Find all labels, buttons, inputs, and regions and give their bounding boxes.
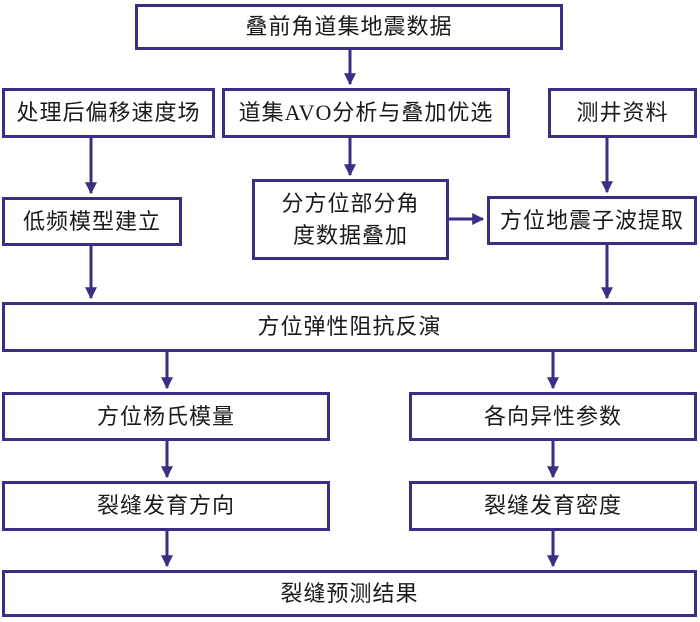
node-azimuthal-wavelet-extraction: 方位地震子波提取 [487,196,697,245]
node-elastic-impedance-inversion: 方位弹性阻抗反演 [2,302,697,352]
node-azimuthal-partial-angle-stack: 分方位部分角 度数据叠加 [252,179,449,260]
node-fracture-direction: 裂缝发育方向 [2,481,330,531]
node-prestack-seismic-data: 叠前角道集地震数据 [135,4,563,50]
node-well-log-data: 测井资料 [548,88,697,138]
node-fracture-density: 裂缝发育密度 [409,481,697,531]
node-low-frequency-model: 低频模型建立 [2,197,182,246]
node-migration-velocity-field: 处理后偏移速度场 [2,88,215,138]
node-fracture-prediction-result: 裂缝预测结果 [2,570,697,617]
node-azimuthal-youngs-modulus: 方位杨氏模量 [2,392,330,441]
node-avo-analysis-stack: 道集AVO分析与叠加优选 [222,88,510,138]
node-anisotropy-parameters: 各向异性参数 [409,392,697,441]
